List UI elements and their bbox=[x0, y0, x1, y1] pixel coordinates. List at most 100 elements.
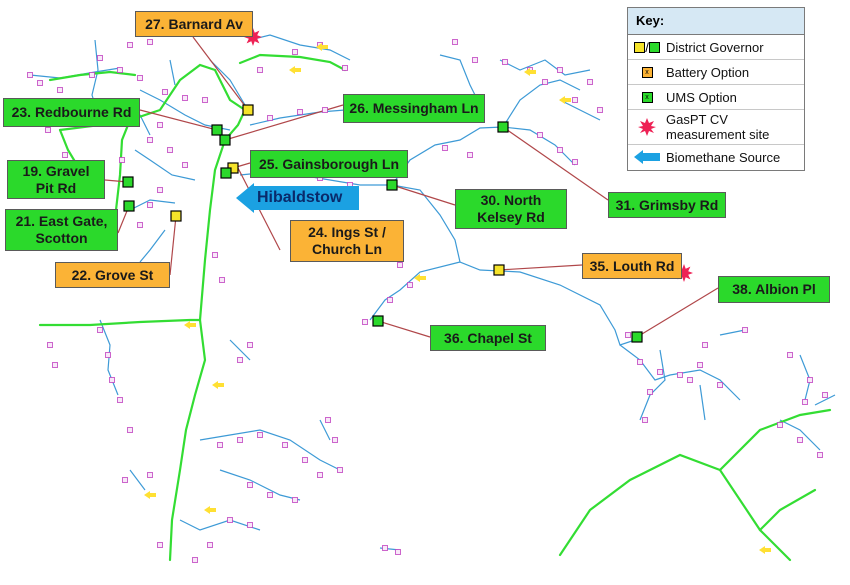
pipeline-node bbox=[192, 557, 198, 563]
minor-source-arrow-icon bbox=[524, 68, 536, 76]
pipeline-node bbox=[387, 297, 393, 303]
pipeline-node bbox=[267, 492, 273, 498]
pipeline-node bbox=[397, 262, 403, 268]
label-25-gainsborough-ln: 25. Gainsborough Ln bbox=[250, 150, 408, 178]
pipeline-node bbox=[587, 79, 593, 85]
pipeline-node bbox=[362, 319, 368, 325]
map-key: Key: / District Governor x Battery Optio… bbox=[627, 7, 805, 171]
pipeline-node bbox=[247, 522, 253, 528]
pipeline-node bbox=[27, 72, 33, 78]
pipeline-node bbox=[182, 95, 188, 101]
pipeline-node bbox=[89, 72, 95, 78]
pipeline-node bbox=[212, 252, 218, 258]
label-19-gravel-pit-rd: 19. Gravel Pit Rd bbox=[7, 160, 105, 199]
pipeline-node bbox=[117, 67, 123, 73]
pipeline-node bbox=[597, 107, 603, 113]
pipeline-node bbox=[807, 377, 813, 383]
pipeline-node bbox=[219, 277, 225, 283]
pipeline-node bbox=[162, 89, 168, 95]
pipeline-node bbox=[37, 80, 43, 86]
pipeline-node bbox=[202, 97, 208, 103]
ums-option-icon: x bbox=[628, 91, 666, 103]
pipeline-node bbox=[557, 147, 563, 153]
pipeline-node bbox=[57, 87, 63, 93]
minor-source-arrow-icon bbox=[289, 66, 301, 74]
minor-source-arrow-icon bbox=[759, 546, 771, 554]
district-governor-marker bbox=[122, 176, 134, 188]
label-24-ings-st-church-ln: 24. Ings St / Church Ln bbox=[290, 220, 404, 262]
pipeline-nodes bbox=[27, 39, 828, 563]
pipeline-node bbox=[147, 202, 153, 208]
pipeline-node bbox=[777, 422, 783, 428]
pipeline-node bbox=[382, 545, 388, 551]
district-governor-marker bbox=[497, 121, 509, 133]
pipeline-node bbox=[302, 457, 308, 463]
pipeline-node bbox=[332, 437, 338, 443]
key-row-gaspt: GasPT CV measurement site bbox=[628, 110, 804, 145]
district-governor-icon: / bbox=[628, 40, 666, 55]
biomethane-label: Hibaldstow bbox=[253, 186, 359, 210]
minor-source-arrow-icon bbox=[414, 274, 426, 282]
key-row-battery-option: x Battery Option bbox=[628, 60, 804, 85]
pipeline-node bbox=[325, 417, 331, 423]
district-governor-marker bbox=[242, 104, 254, 116]
label-26-messingham-ln: 26. Messingham Ln bbox=[343, 94, 485, 123]
pipeline-node bbox=[742, 327, 748, 333]
pipeline-node bbox=[62, 152, 68, 158]
pipeline-node bbox=[717, 382, 723, 388]
pipeline-node bbox=[442, 145, 448, 151]
district-governor-marker bbox=[220, 167, 232, 179]
pipeline-node bbox=[247, 342, 253, 348]
minor-source-arrow-icon bbox=[184, 321, 196, 329]
label-31-grimsby-rd: 31. Grimsby Rd bbox=[608, 192, 726, 218]
pipeline-node bbox=[267, 115, 273, 121]
pipeline-node bbox=[642, 417, 648, 423]
battery-option-icon: x bbox=[628, 66, 666, 78]
pipeline-node bbox=[207, 542, 213, 548]
pipeline-node bbox=[467, 152, 473, 158]
district-governor-marker bbox=[493, 264, 505, 276]
district-governor-marker bbox=[386, 179, 398, 191]
pipeline-node bbox=[557, 67, 563, 73]
pipeline-node bbox=[687, 377, 693, 383]
pipeline-node bbox=[157, 187, 163, 193]
label-35-louth-rd: 35. Louth Rd bbox=[582, 253, 682, 279]
pipeline-node bbox=[537, 132, 543, 138]
pipeline-node bbox=[625, 332, 631, 338]
pipeline-node bbox=[337, 467, 343, 473]
key-row-biomethane: Biomethane Source bbox=[628, 145, 804, 169]
pipeline-node bbox=[117, 397, 123, 403]
label-38-albion-pl: 38. Albion Pl bbox=[718, 276, 830, 303]
pipeline-node bbox=[822, 392, 828, 398]
pipeline-node bbox=[395, 549, 401, 555]
pipeline-node bbox=[119, 157, 125, 163]
pipeline-node bbox=[157, 542, 163, 548]
pipeline-node bbox=[137, 75, 143, 81]
pipeline-node bbox=[122, 477, 128, 483]
pipeline-node bbox=[797, 437, 803, 443]
district-governor-marker bbox=[123, 200, 135, 212]
pipeline-node bbox=[227, 517, 233, 523]
pipeline-node bbox=[452, 39, 458, 45]
minor-source-arrow-icon bbox=[204, 506, 216, 514]
pipeline-node bbox=[697, 362, 703, 368]
pipeline-node bbox=[572, 159, 578, 165]
pipeline-node bbox=[282, 442, 288, 448]
pipeline-node bbox=[237, 437, 243, 443]
pipeline-node bbox=[97, 55, 103, 61]
pipeline-node bbox=[657, 369, 663, 375]
pipeline-node bbox=[52, 362, 58, 368]
pipeline-node bbox=[237, 357, 243, 363]
pipeline-node bbox=[157, 122, 163, 128]
pipeline-node bbox=[802, 399, 808, 405]
pipeline-node bbox=[182, 162, 188, 168]
pipeline-node bbox=[147, 39, 153, 45]
pipeline-node bbox=[787, 352, 793, 358]
pipeline-node bbox=[342, 65, 348, 71]
pipeline-node bbox=[542, 79, 548, 85]
label-21-east-gate-scotton: 21. East Gate, Scotton bbox=[5, 209, 118, 251]
pipeline-node bbox=[317, 472, 323, 478]
district-governor-marker bbox=[219, 134, 231, 146]
pipeline-node bbox=[257, 432, 263, 438]
pipeline-node bbox=[105, 352, 111, 358]
